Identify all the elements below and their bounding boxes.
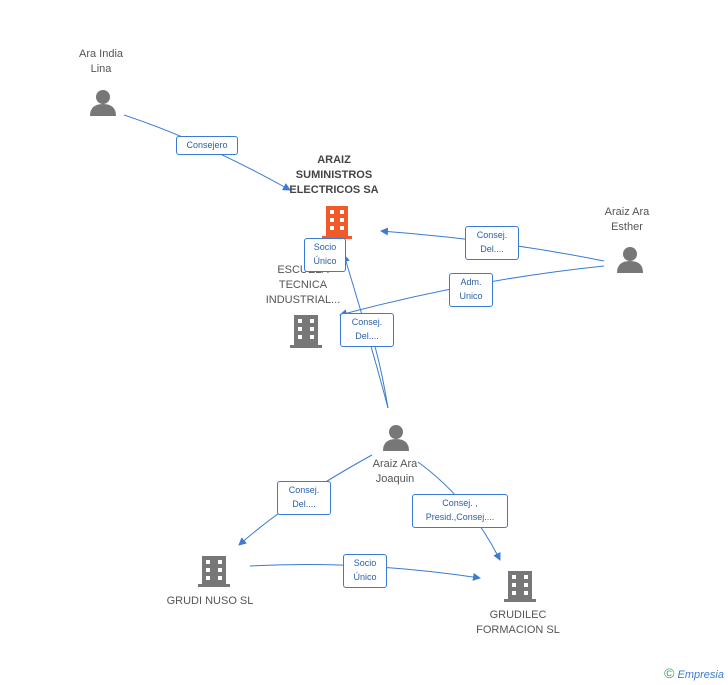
brand-name: Empresia (677, 669, 724, 681)
person-icon (90, 90, 116, 116)
person-icon (617, 247, 643, 273)
person-icon (383, 425, 409, 451)
edge-label-consejero[interactable]: Consejero (176, 136, 238, 155)
building-icon (504, 571, 536, 602)
edge-label-consej-del[interactable]: Consej.Del.... (277, 481, 331, 515)
copyright-symbol: © (664, 665, 675, 681)
node-label-grudi-nuso[interactable]: GRUDI NUSO SL (166, 595, 254, 607)
building-icon (322, 206, 352, 239)
edge-label-consej-del[interactable]: Consej.Del.... (340, 313, 394, 347)
edge-label-consej-del[interactable]: Consej.Del.... (465, 226, 519, 260)
edge-label-consej-presid[interactable]: Consej. ,Presid.,Consej.... (412, 494, 508, 528)
building-icon (290, 315, 322, 348)
building-icon (198, 556, 230, 587)
edge-label-adm-unico[interactable]: Adm.Unico (449, 273, 493, 307)
footer-brand: © Empresia (664, 665, 724, 681)
